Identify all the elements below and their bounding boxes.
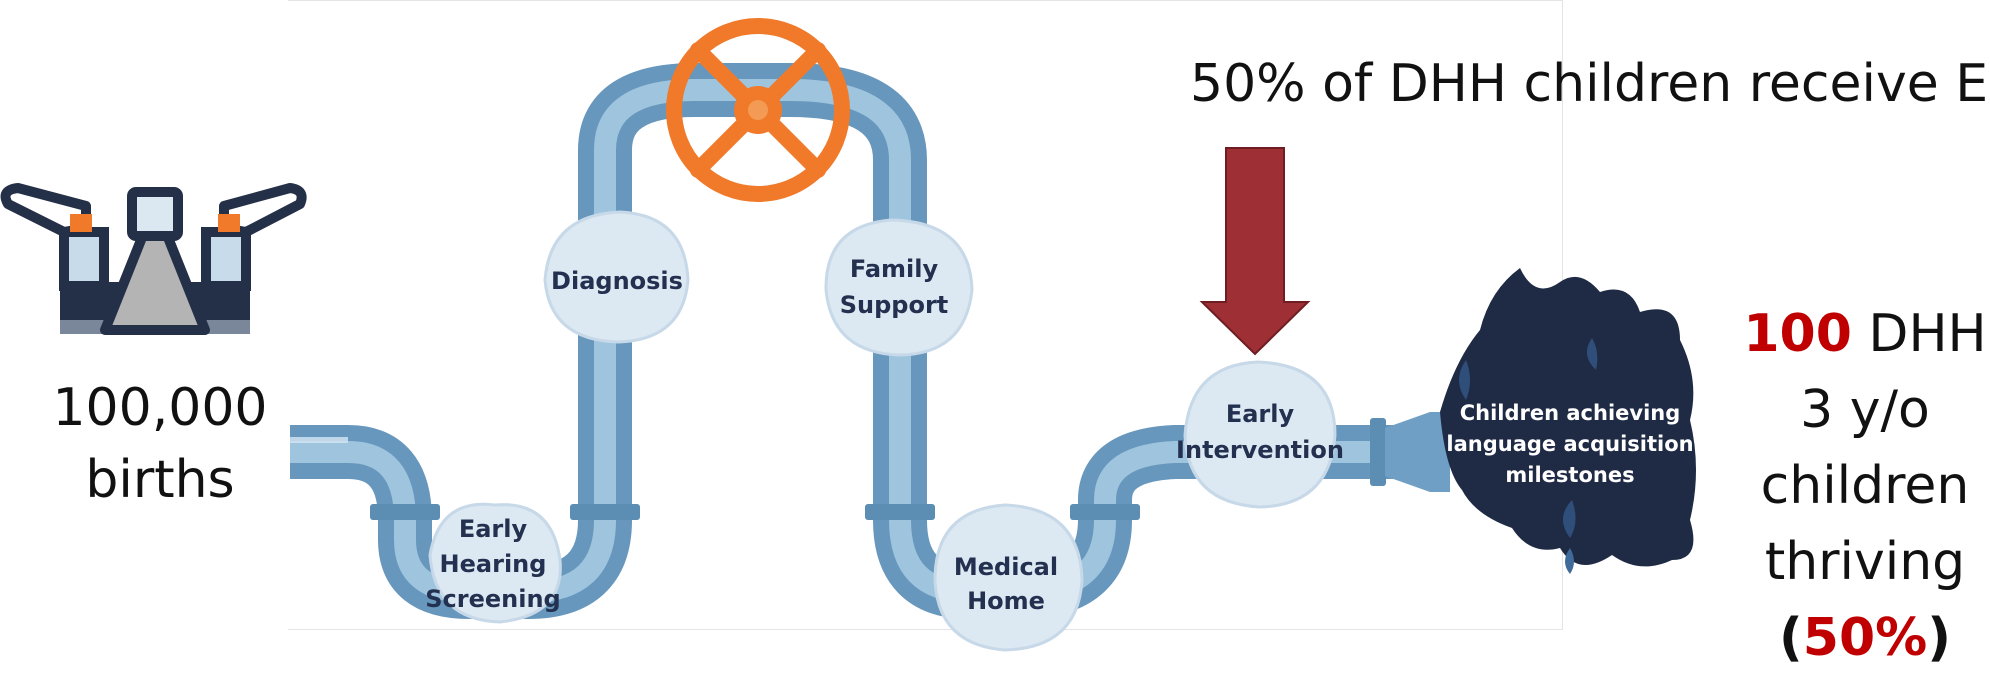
stage-label-line1: Diagnosis bbox=[551, 267, 683, 295]
splash-label-line1: Children achieving bbox=[1460, 401, 1681, 425]
nozzle bbox=[1385, 412, 1450, 492]
stage-bubble-early-hearing-screening: Early Hearing Screening bbox=[425, 502, 562, 624]
outcome-age: 3 y/o bbox=[1800, 380, 1930, 440]
births-label: 100,000 births bbox=[30, 372, 290, 516]
stage-label-line2: Intervention bbox=[1176, 436, 1344, 464]
births-number: 100,000 bbox=[52, 378, 268, 438]
stage-label-line2: Support bbox=[840, 291, 949, 319]
valve-wheel-icon bbox=[666, 18, 850, 202]
outcome-paren-open: ( bbox=[1779, 608, 1803, 668]
outcome-count: 100 bbox=[1743, 304, 1852, 364]
pipe-couplings bbox=[370, 418, 1386, 520]
stage-label-line1: Family bbox=[850, 255, 939, 283]
outcome-percent: 50% bbox=[1802, 608, 1928, 668]
stage-bubble-family-support: Family Support bbox=[824, 218, 974, 357]
stage-bubble-medical-home: Medical Home bbox=[933, 503, 1084, 652]
stage-label-line2: Home bbox=[967, 587, 1045, 615]
pipe bbox=[290, 63, 1420, 619]
births-text: births bbox=[85, 450, 235, 510]
faucet-icon bbox=[0, 183, 307, 335]
outcome-percent-line: (50%) bbox=[1740, 600, 1990, 676]
splash-label-line2: language acquisition bbox=[1446, 432, 1693, 456]
outcome-paren-close: ) bbox=[1927, 608, 1951, 668]
outcome-label: 100 DHH 3 y/o children thriving (50%) bbox=[1740, 296, 1990, 676]
stage-label-line2: Hearing bbox=[440, 550, 547, 578]
outcome-line1: 100 DHH bbox=[1740, 296, 1990, 372]
water-splash-icon: Children achieving language acquisition … bbox=[1440, 268, 1696, 574]
stage-label-line1: Medical bbox=[954, 553, 1058, 581]
down-arrow-icon bbox=[1199, 147, 1311, 356]
splash-label-line3: milestones bbox=[1505, 463, 1634, 487]
outcome-thriving: thriving bbox=[1764, 532, 1966, 592]
stage-label-line1: Early bbox=[1226, 400, 1295, 428]
headline: 50% of DHH children receive EI bbox=[1190, 54, 1990, 114]
outcome-dhh: DHH bbox=[1868, 304, 1987, 364]
stage-label-line1: Early bbox=[459, 515, 528, 543]
stage-label-line3: Screening bbox=[425, 585, 560, 613]
stage-bubble-diagnosis: Diagnosis bbox=[543, 210, 690, 344]
stage-bubble-early-intervention: Early Intervention bbox=[1176, 360, 1344, 509]
outcome-children: children bbox=[1760, 456, 1970, 516]
